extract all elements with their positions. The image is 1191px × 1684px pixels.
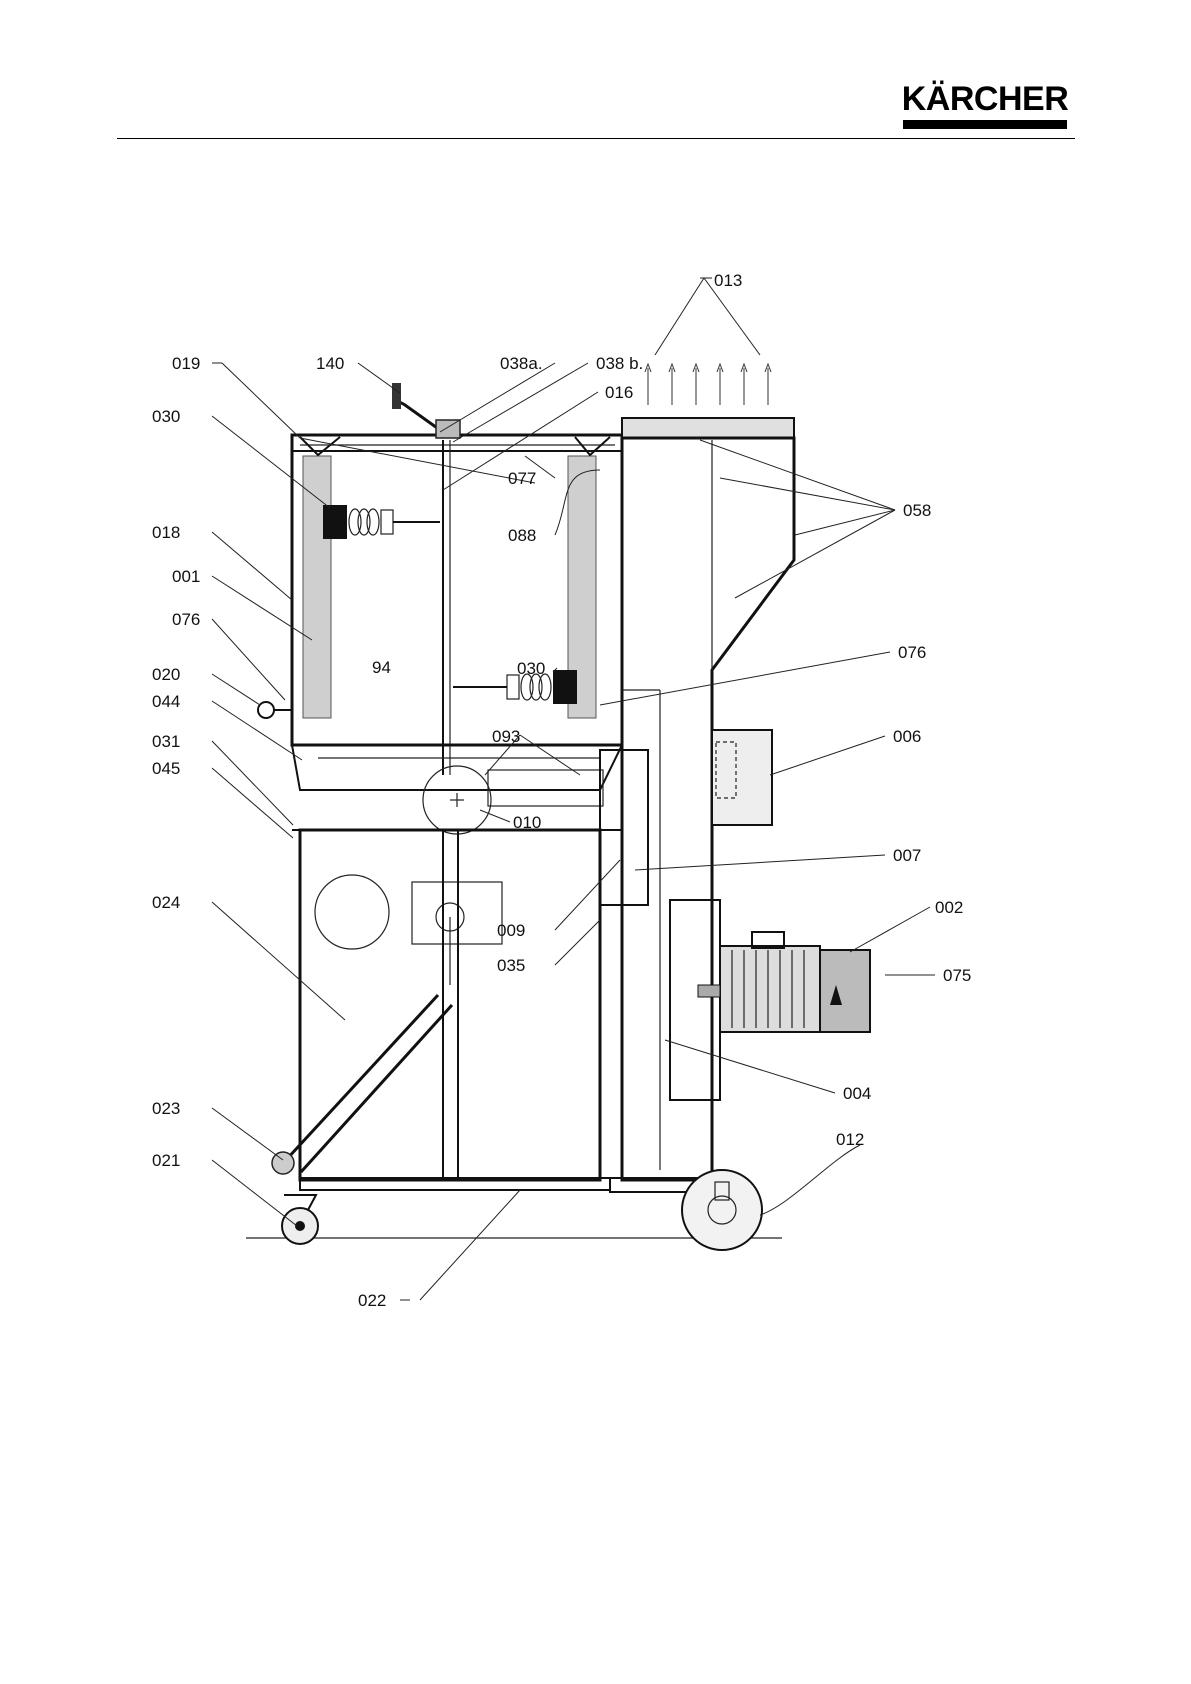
label-076-left: 076	[172, 610, 200, 629]
label-016: 016	[605, 383, 633, 402]
label-021: 021	[152, 1151, 180, 1170]
label-022: 022	[358, 1291, 386, 1310]
label-007: 007	[893, 846, 921, 865]
label-002: 002	[935, 898, 963, 917]
label-012: 012	[836, 1130, 864, 1149]
fan-column	[622, 364, 870, 1180]
label-044: 044	[152, 692, 180, 711]
label-038a: 038a.	[500, 354, 543, 373]
label-013: 013	[714, 271, 742, 290]
label-035: 035	[497, 956, 525, 975]
control-box	[712, 730, 772, 825]
label-023: 023	[152, 1099, 180, 1118]
label-006: 006	[893, 727, 921, 746]
label-001: 001	[172, 567, 200, 586]
label-093: 093	[492, 727, 520, 746]
label-031: 031	[152, 732, 180, 751]
label-058: 058	[903, 501, 931, 520]
label-009: 009	[497, 921, 525, 940]
label-019: 019	[172, 354, 200, 373]
label-004: 004	[843, 1084, 871, 1103]
motor	[698, 932, 870, 1032]
label-045: 045	[152, 759, 180, 778]
upper-housing	[258, 383, 648, 905]
label-038b: 038 b.	[596, 354, 643, 373]
label-140: 140	[316, 354, 344, 373]
label-077: 077	[508, 469, 536, 488]
label-94: 94	[372, 658, 391, 677]
label-020: 020	[152, 665, 180, 684]
filter-cartridge-left	[303, 456, 331, 718]
label-030-bottom: 030	[517, 659, 545, 678]
lever-knob	[272, 1152, 294, 1174]
label-075: 075	[943, 966, 971, 985]
label-018: 018	[152, 523, 180, 542]
label-010: 010	[513, 813, 541, 832]
label-030-top: 030	[152, 407, 180, 426]
exhaust-arrows	[645, 364, 771, 405]
label-024: 024	[152, 893, 180, 912]
label-088: 088	[508, 526, 536, 545]
label-076-right: 076	[898, 643, 926, 662]
lower-cabinet	[272, 830, 600, 1180]
exhaust-lid	[622, 418, 794, 438]
